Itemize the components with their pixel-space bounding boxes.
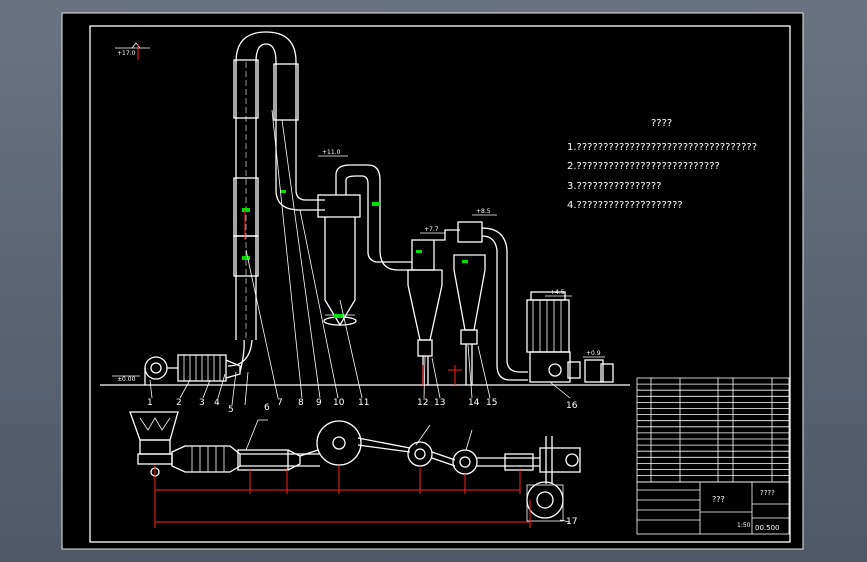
downcomer-pipe [273,62,325,211]
svg-text:1: 1 [147,398,153,408]
svg-text:5: 5 [228,405,234,415]
top-u-bend [235,31,297,63]
title-block-scale: 1:50 [737,522,751,529]
svg-text:8: 8 [298,398,304,408]
drawing-frame [89,25,791,543]
svg-text:3: 3 [199,398,205,408]
svg-text:15: 15 [486,398,497,408]
air-heater [177,354,227,382]
note-line-1: 1.?????????????????????????????????? [567,142,757,153]
svg-text:6: 6 [264,403,270,413]
elevation-e3: +7.7 [420,226,445,234]
flow-markers [242,190,468,318]
elevation-top: +17.0 [115,42,150,57]
drawing-sheet [61,12,804,550]
svg-text:+7.7: +7.7 [424,226,439,233]
svg-text:17: 17 [566,517,577,527]
part-leaders [149,109,571,406]
svg-text:12: 12 [417,398,428,408]
svg-text:9: 9 [316,398,322,408]
svg-text:4: 4 [214,398,220,408]
svg-text:7: 7 [277,398,283,408]
svg-text:+8.5: +8.5 [476,208,491,215]
note-line-2: 2.??????????????????????????? [567,161,720,172]
svg-text:10: 10 [333,398,345,408]
plan-dimensions [154,466,531,528]
elevation-e4: +8.5 [472,208,497,216]
bag-filter [526,291,581,383]
note-line-4: 4.???????????????????? [567,200,683,211]
part-number-labels: 1 2 3 4 5 6 7 8 9 10 11 12 13 14 15 16 1… [147,398,578,527]
note-line-3: 3.???????????????? [567,181,661,192]
title-block-drawing-no: ???? [760,489,775,497]
parts-list [636,377,790,483]
elevation-e2: +11.0 [318,149,348,157]
technical-notes: ???? 1.?????????????????????????????????… [567,118,757,211]
riser-elbow [239,339,245,373]
svg-text:±0.00: ±0.00 [117,376,136,383]
blower-fan [144,356,178,385]
svg-text:+17.0: +17.0 [117,50,136,57]
svg-text:+0.9: +0.9 [586,350,601,357]
exhaust-fan [584,359,614,383]
title-block-name: ??? [712,495,725,504]
elevation-e6: +0.9 [583,350,605,358]
svg-text:+11.0: +11.0 [322,149,341,156]
cyclone-separator-3 [453,221,528,385]
elevation-dimensions [137,44,462,385]
elevation-ground: ±0.00 [112,375,140,383]
svg-text:16: 16 [566,401,578,411]
svg-text:14: 14 [468,398,480,408]
notes-title: ???? [651,118,672,129]
drying-riser-pipe [233,59,259,340]
svg-text:11: 11 [358,398,369,408]
svg-text:13: 13 [434,398,445,408]
plan-view [129,411,581,523]
title-block: ??? ???? 1:50 00.500 [636,481,790,535]
title-block-code: 00.500 [755,524,780,532]
svg-text:2: 2 [176,398,182,408]
